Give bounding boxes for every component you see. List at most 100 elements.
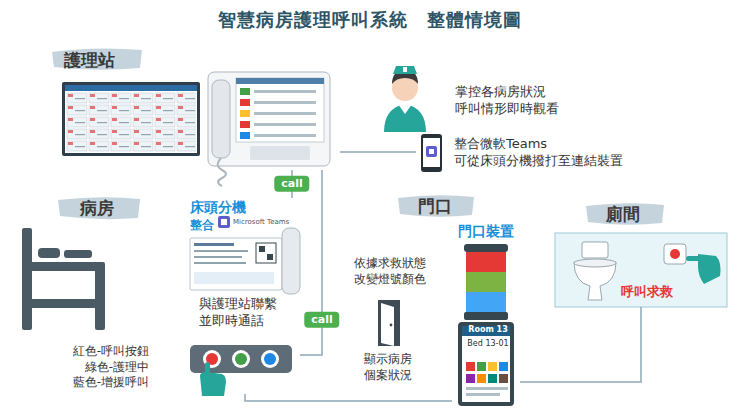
hand-icon (200, 372, 226, 396)
toilet-panel (574, 259, 616, 267)
hand-icon (686, 254, 721, 284)
bedside-unit (267, 254, 273, 260)
nurse-figure (403, 67, 407, 72)
call-button-bar (264, 353, 276, 365)
bedside-unit (190, 228, 300, 294)
node-box: 門口裝置Room 13Bed 13-01 (452, 222, 520, 407)
call-tag: call (274, 176, 309, 192)
toilet-panel (582, 242, 608, 258)
hand-icon (200, 362, 226, 396)
teams-logo (218, 216, 230, 228)
status-icon (477, 374, 486, 383)
phone-row (254, 101, 316, 104)
toilet-panel (664, 244, 686, 264)
phone-row (254, 123, 316, 126)
feature-note: 依據求救狀態 改變燈號顏色 (352, 256, 428, 287)
bed-icon (95, 262, 105, 330)
mobile-phone (421, 134, 442, 172)
door-device (458, 322, 514, 406)
call-button-bar (232, 350, 250, 368)
device-heading: 床頭分機 (190, 198, 246, 216)
nurse-figure (393, 66, 417, 74)
teams-logo (218, 216, 230, 228)
feature-note: 顯示病房 個案狀況 (362, 352, 414, 383)
bed-icon (22, 262, 104, 271)
door-device (464, 244, 508, 252)
door-device (462, 326, 510, 402)
status-icon (488, 362, 497, 371)
mobile-phone (426, 146, 437, 157)
toilet-panel (555, 233, 727, 307)
phone-row (240, 121, 250, 128)
door-device (466, 252, 506, 272)
integration-tag: 整合 (190, 218, 214, 234)
monitor-screen (65, 85, 197, 91)
door-device (466, 272, 506, 292)
phone-row (254, 134, 316, 137)
bedside-unit (194, 262, 246, 264)
node-box: 紅色-呼叫按鈕 綠色-護理中 藍色-增援呼叫 (68, 338, 300, 394)
status-icon (466, 362, 475, 371)
desk-phone (250, 146, 310, 160)
bed-icon (38, 248, 60, 258)
toilet-panel (555, 233, 727, 307)
bed-icon (22, 228, 32, 330)
alert-text: 呼叫求救 (621, 284, 673, 301)
status-icon (466, 393, 500, 396)
teams-logo (221, 219, 227, 225)
door-icon (378, 300, 400, 346)
mobile-phone (429, 149, 434, 154)
monitor-screen (62, 82, 200, 156)
connector-line (520, 307, 641, 382)
desk-phone (208, 72, 330, 166)
desk-phone (236, 78, 324, 142)
status-icon (466, 387, 508, 390)
bedside-unit (259, 246, 265, 252)
device-note: 與護理站聯繫 並即時通話 (199, 296, 281, 330)
phone-row (240, 88, 250, 95)
status-icon (499, 374, 508, 383)
section-heading: 門口 (418, 195, 452, 217)
monitor-screen (65, 85, 197, 153)
nurse-figure (384, 104, 426, 132)
bed-icon (22, 228, 105, 330)
phone-row (254, 112, 316, 115)
status-icon (477, 362, 486, 371)
bed-icon (64, 250, 92, 258)
section-heading: 廁間 (606, 203, 640, 225)
nurse-figure (384, 66, 426, 132)
call-button-bar (235, 353, 247, 365)
nurse-figure (398, 104, 412, 114)
desk-phone (212, 80, 230, 158)
bedside-unit (194, 243, 234, 246)
bedside-unit (194, 272, 274, 284)
door-device (466, 292, 506, 312)
status-icon (499, 362, 508, 371)
phone-row (240, 132, 250, 139)
phone-row (240, 88, 316, 139)
node-box: 床頭分機整合與護理站聯繫 並即時通話 (185, 198, 310, 328)
mobile-phone (421, 134, 442, 172)
section-heading: 護理站 (64, 49, 115, 71)
status-icon (488, 374, 497, 383)
brush-stroke (52, 48, 664, 224)
monitor-screen (62, 82, 200, 156)
button-legend-note: 紅色-呼叫按鈕 綠色-護理中 藍色-增援呼叫 (68, 344, 149, 391)
bed-number: Bed 13-01 (462, 339, 514, 349)
desk-phone (236, 78, 324, 84)
room-number: Room 13 (462, 325, 514, 335)
door-device (464, 312, 508, 320)
bedside-unit (194, 250, 248, 252)
door-device (458, 244, 514, 406)
call-tag: call (304, 312, 339, 328)
hand-icon (698, 254, 721, 284)
door-icon (378, 300, 400, 346)
section-heading: 病房 (80, 197, 114, 219)
door-icon (390, 324, 393, 327)
feature-note: 掌控各病房狀況 呼叫情形即時觀看 (455, 84, 563, 118)
bedside-unit (256, 243, 276, 263)
brush-stroke (586, 203, 664, 225)
diagram-title: 智慧病房護理呼叫系統 整體情境圖 (218, 8, 522, 31)
monitor-screen (66, 92, 196, 152)
